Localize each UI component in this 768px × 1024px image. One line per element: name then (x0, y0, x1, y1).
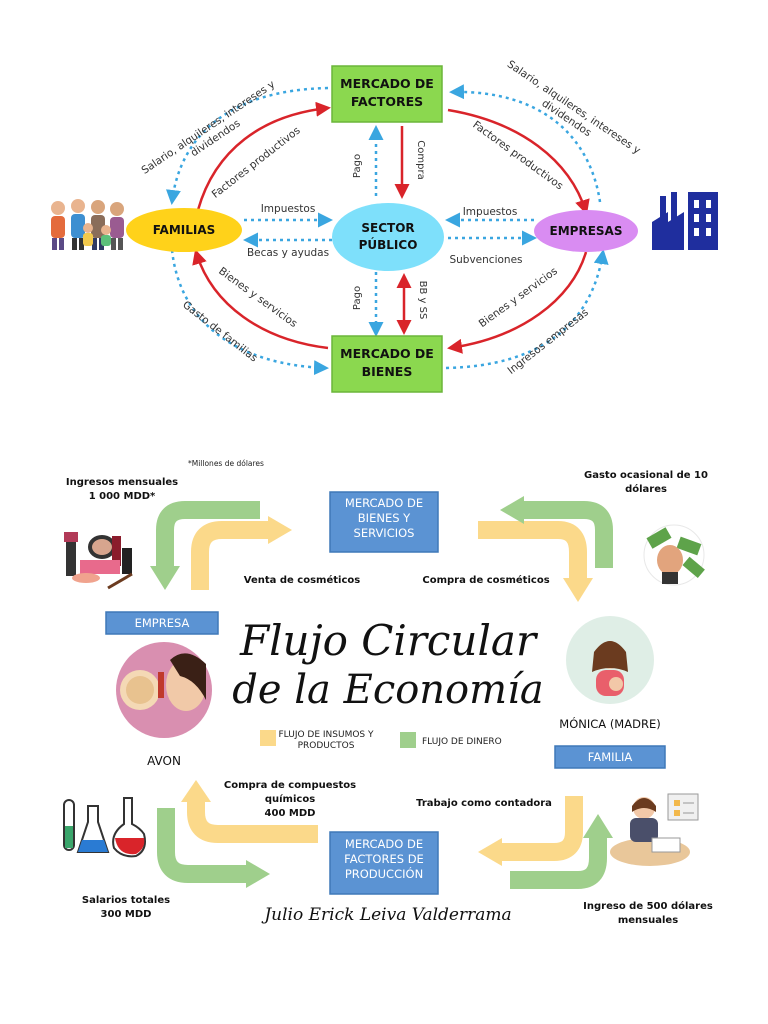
text-line: FACTORES (351, 94, 423, 109)
text-line: BIENES Y (358, 511, 411, 525)
flow-gasto-familias (170, 249, 329, 376)
legend-swatch-insumos (260, 730, 276, 746)
text-line: Salario, alquileres, intereses y (505, 58, 643, 156)
arrow-green-top-left (150, 501, 260, 590)
text-line: químicos (265, 793, 315, 805)
text-line: Salarios totales (82, 895, 170, 906)
label-bbss: BB y SS (417, 281, 428, 320)
label-impuestos-left: Impuestos (261, 203, 316, 215)
node-empresas (534, 210, 638, 252)
node-mercado-bienes-label: MERCADO DE BIENES (340, 346, 434, 379)
box-mercado-factores-produccion (329, 831, 439, 895)
node-mercado-factores (331, 65, 443, 123)
text-line: 300 MDD (101, 909, 152, 920)
text-line: MERCADO DE (345, 496, 423, 510)
text-line: Ingresos mensuales (66, 477, 178, 488)
node-sector-publico-label: SECTOR PÚBLICO (359, 221, 418, 252)
text-line: Gasto ocasional de 10 (584, 470, 708, 481)
label-compra: Compra (415, 140, 426, 179)
mother-icon (566, 616, 654, 704)
label-subvenciones: Subvenciones (449, 254, 522, 266)
flow-bienes-left (192, 249, 329, 350)
label-pago-down: Pago (352, 286, 363, 310)
label-avon: AVON (147, 754, 181, 768)
cosmetics-icon (64, 532, 133, 590)
title-line-2: de la Economía (232, 667, 543, 713)
flow-bienes-right (447, 251, 588, 354)
arrow-green-bottom-right (510, 814, 613, 889)
arrow-yellow-bottom-left (181, 780, 318, 843)
node-mercado-factores-label: MERCADO DE FACTORES (340, 76, 434, 109)
text-line: PRODUCTOS (298, 741, 355, 751)
accountant-icon (610, 793, 699, 866)
avon-woman-icon (116, 642, 212, 738)
flow-factores-right (447, 108, 590, 215)
box-empresa-label: EMPRESA (135, 616, 190, 630)
box-mercado-bienes-servicios (329, 491, 439, 553)
node-familias (126, 208, 242, 252)
label-gasto-ocasional: Gasto ocasional de 10 dólares (584, 470, 708, 495)
node-mercado-bienes (331, 335, 443, 393)
factory-icon (652, 192, 718, 250)
node-familias-label: FAMILIAS (153, 223, 216, 237)
label-trabajo: Trabajo como contadora (416, 798, 552, 809)
title-line-1: Flujo Circular (239, 616, 539, 665)
text-line: FACTORES DE (344, 852, 424, 866)
text-line: BIENES (362, 364, 413, 379)
arrow-yellow-top-left (191, 516, 292, 590)
text-line: Compra de compuestos (224, 780, 356, 791)
label-impuestos-right: Impuestos (463, 206, 518, 218)
label-compra-compuestos: Compra de compuestos químicos 400 MDD (224, 780, 356, 819)
label-compra-cosmeticos: Compra de cosméticos (422, 574, 549, 586)
label-ingreso-500: Ingreso de 500 dólares mensuales (583, 900, 713, 926)
node-empresas-label: EMPRESAS (550, 224, 623, 238)
label-bienes-right: Bienes y servicios (477, 265, 560, 330)
label-monica: MÓNICA (MADRE) (559, 716, 660, 731)
text-line: SERVICIOS (354, 526, 415, 540)
text-line: mensuales (618, 915, 678, 926)
family-icon (51, 199, 124, 250)
text-line: MERCADO DE (340, 76, 434, 91)
text-line: MERCADO DE (340, 346, 434, 361)
money-hand-icon (643, 524, 705, 586)
flow-factores-left (196, 101, 331, 211)
text-line: dólares (625, 483, 667, 495)
text-line: MERCADO DE (345, 837, 423, 851)
legend-swatch-dinero (400, 732, 416, 748)
text-line: 400 MDD (265, 808, 316, 819)
box-familia (554, 745, 666, 769)
box-empresa (105, 611, 219, 635)
arrow-green-top-right (500, 496, 613, 568)
label-ingresos-empresas: Ingresos empresas (505, 306, 590, 376)
text-line: PRODUCCIÓN (345, 866, 423, 881)
label-pago-up: Pago (352, 154, 363, 178)
text-line: FLUJO DE INSUMOS Y (278, 730, 374, 740)
label-gasto-familias: Gasto de familias (180, 299, 259, 365)
label-salario-left: Salario, alquileres, intereses ydividend… (139, 78, 284, 187)
author-signature: Julio Erick Leiva Valderrama (261, 905, 511, 925)
text-line: 1 000 MDD* (89, 491, 156, 502)
arrow-green-bottom-left (157, 808, 270, 888)
label-bienes-left: Bienes y servicios (216, 265, 299, 330)
text-line: PÚBLICO (359, 237, 418, 252)
top-diagram: MERCADO DE FACTORES MERCADO DE BIENES FAMI… (51, 58, 718, 393)
note-millones: *Millones de dólares (188, 459, 264, 468)
label-becas: Becas y ayudas (247, 247, 329, 259)
lab-flasks-icon (63, 797, 146, 858)
box-familia-label: FAMILIA (588, 750, 633, 764)
legend-label-dinero: FLUJO DE DINERO (422, 737, 502, 747)
text-line: Ingreso de 500 dólares (583, 900, 713, 912)
node-sector-publico (332, 203, 444, 271)
label-salarios: Salarios totales 300 MDD (82, 895, 170, 920)
label-ingresos-mensuales: Ingresos mensuales 1 000 MDD* (66, 477, 178, 502)
arrow-yellow-bottom-right (478, 796, 583, 866)
label-venta-cosmeticos: Venta de cosméticos (244, 574, 360, 586)
text-line: SECTOR (361, 221, 414, 235)
arrow-yellow-top-right (478, 521, 593, 602)
